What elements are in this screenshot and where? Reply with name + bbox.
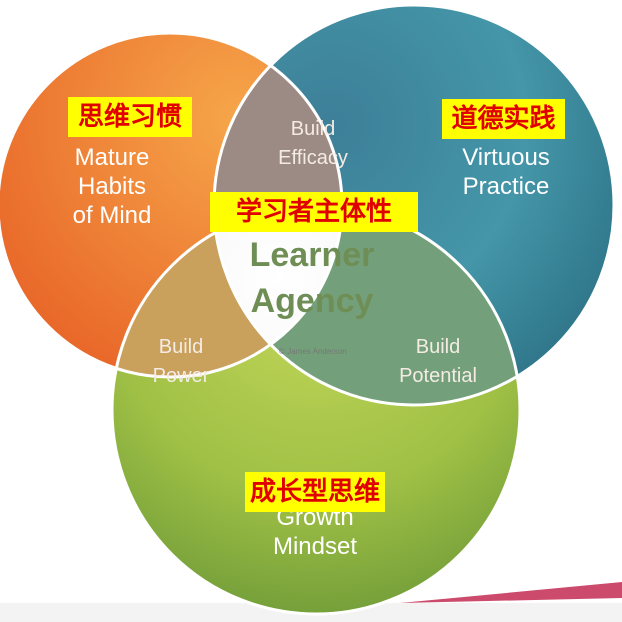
label-efficacy-2: Efficacy (278, 147, 348, 169)
label-efficacy-1: Build (290, 118, 336, 140)
label-potential-2: Potential (399, 365, 477, 387)
label-growth-2: Mindset (272, 533, 358, 560)
label-agency: Agency (250, 282, 374, 320)
label-potential-1: Build (415, 336, 461, 358)
accent-wedge (400, 582, 622, 603)
label-cn-mind: 思维习惯 (68, 97, 192, 137)
label-mind-3: of Mind (72, 202, 152, 229)
label-learner: Learner (249, 236, 375, 274)
label-practice-1: Virtuous (462, 144, 550, 171)
label-power-2: Power (152, 365, 210, 387)
label-cn-practice: 道德实践 (442, 99, 565, 139)
label-power-1: Build (158, 336, 204, 358)
label-practice-2: Practice (462, 173, 550, 200)
label-mind-2: Habits (77, 173, 147, 200)
label-mind-1: Mature (74, 144, 150, 171)
label-cn-growth: 成长型思维 (245, 472, 385, 512)
label-cn-center: 学习者主体性 (210, 192, 418, 232)
copyright: © James Anderson (279, 347, 347, 356)
